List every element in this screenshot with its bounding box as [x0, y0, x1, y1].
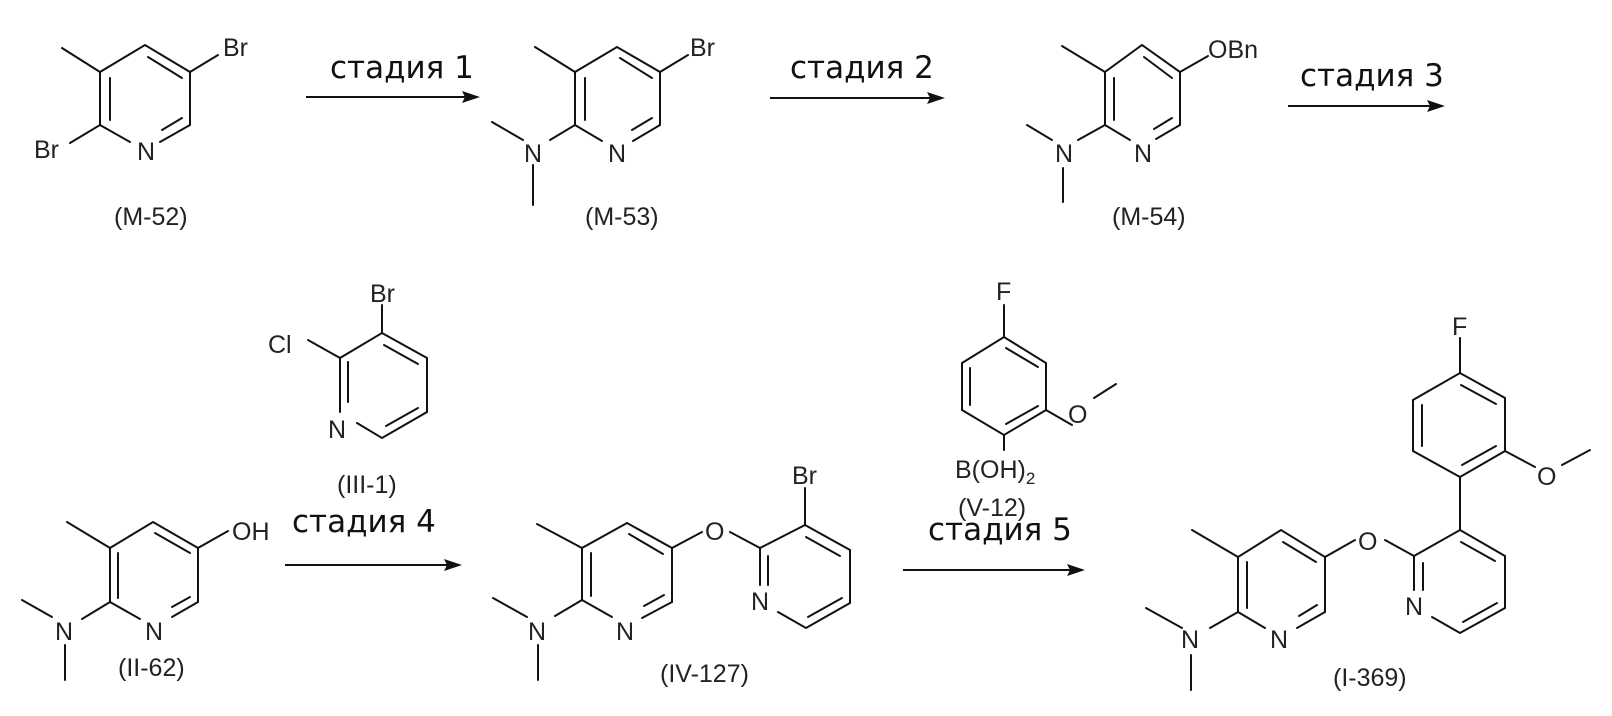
reaction-arrow-step-5: стадия 5 [903, 512, 1085, 576]
atom-n: N [1181, 626, 1199, 654]
atom-n: N [55, 618, 73, 646]
arrowhead-icon [462, 91, 480, 103]
atom-n: N [137, 138, 155, 166]
atom-n: N [1134, 140, 1152, 168]
compound-id: (V-12) [958, 494, 1026, 522]
atom-n: N [528, 618, 546, 646]
atom-n: N [1055, 140, 1073, 168]
compound-i-369: F O O N N N (I-369) [1145, 313, 1591, 692]
atom-o: O [1068, 401, 1087, 429]
reaction-arrow-step-3: стадия 3 [1288, 58, 1445, 112]
step-label: стадия 5 [928, 512, 1072, 548]
arrowhead-icon [1427, 100, 1445, 112]
compound-id: (IV-127) [660, 660, 749, 688]
compound-ii-62: OH N N (II-62) [21, 518, 270, 682]
compound-id: (III-1) [337, 471, 397, 499]
atom-br: Br [370, 280, 395, 308]
atom-n: N [751, 588, 769, 616]
reaction-arrow-step-1: стадия 1 [306, 50, 480, 103]
atom-n: N [616, 618, 634, 646]
step-label: стадия 1 [330, 50, 474, 86]
atom-o: O [705, 518, 724, 546]
reaction-arrow-step-4: стадия 4 [285, 504, 462, 571]
arrowhead-icon [444, 559, 462, 571]
compound-id: (M-53) [585, 203, 659, 231]
compound-m53: Br N N (M-53) [491, 34, 715, 231]
compound-iii-1: Cl Br N (III-1) [268, 280, 428, 499]
arrowhead-icon [1067, 564, 1085, 576]
atom-n: N [328, 416, 346, 444]
compound-id: (M-54) [1112, 203, 1186, 231]
reaction-arrow-step-2: стадия 2 [770, 50, 945, 104]
compound-m54: OBn N N (M-54) [1026, 36, 1258, 231]
atom-n: N [1405, 593, 1423, 621]
step-label: стадия 3 [1300, 58, 1444, 94]
atom-oh: OH [232, 518, 270, 546]
compound-v-12: F O B(OH)2 (V-12) [955, 278, 1117, 522]
atom-o: O [1358, 528, 1377, 556]
atom-br: Br [34, 136, 59, 164]
boronic-acid-group: B(OH)2 [955, 456, 1035, 488]
atom-cl: Cl [268, 331, 292, 359]
compound-id: (I-369) [1333, 664, 1407, 692]
atom-obn: OBn [1208, 36, 1258, 64]
compound-m52: Br Br N (M-52) [34, 34, 248, 231]
atom-br: Br [792, 462, 817, 490]
arrowhead-icon [927, 92, 945, 104]
atom-n: N [145, 618, 163, 646]
atom-f: F [996, 278, 1011, 306]
atom-br: Br [690, 34, 715, 62]
step-label: стадия 4 [292, 504, 436, 540]
atom-n: N [524, 140, 542, 168]
compound-id: (II-62) [118, 654, 185, 682]
compound-id: (M-52) [114, 203, 188, 231]
atom-f: F [1452, 313, 1467, 341]
step-label: стадия 2 [790, 50, 934, 86]
atom-o: O [1537, 463, 1556, 491]
atom-n: N [608, 140, 626, 168]
atom-br: Br [223, 34, 248, 62]
atom-n: N [1270, 626, 1288, 654]
compound-iv-127: O Br N N N (IV-127) [492, 462, 851, 688]
